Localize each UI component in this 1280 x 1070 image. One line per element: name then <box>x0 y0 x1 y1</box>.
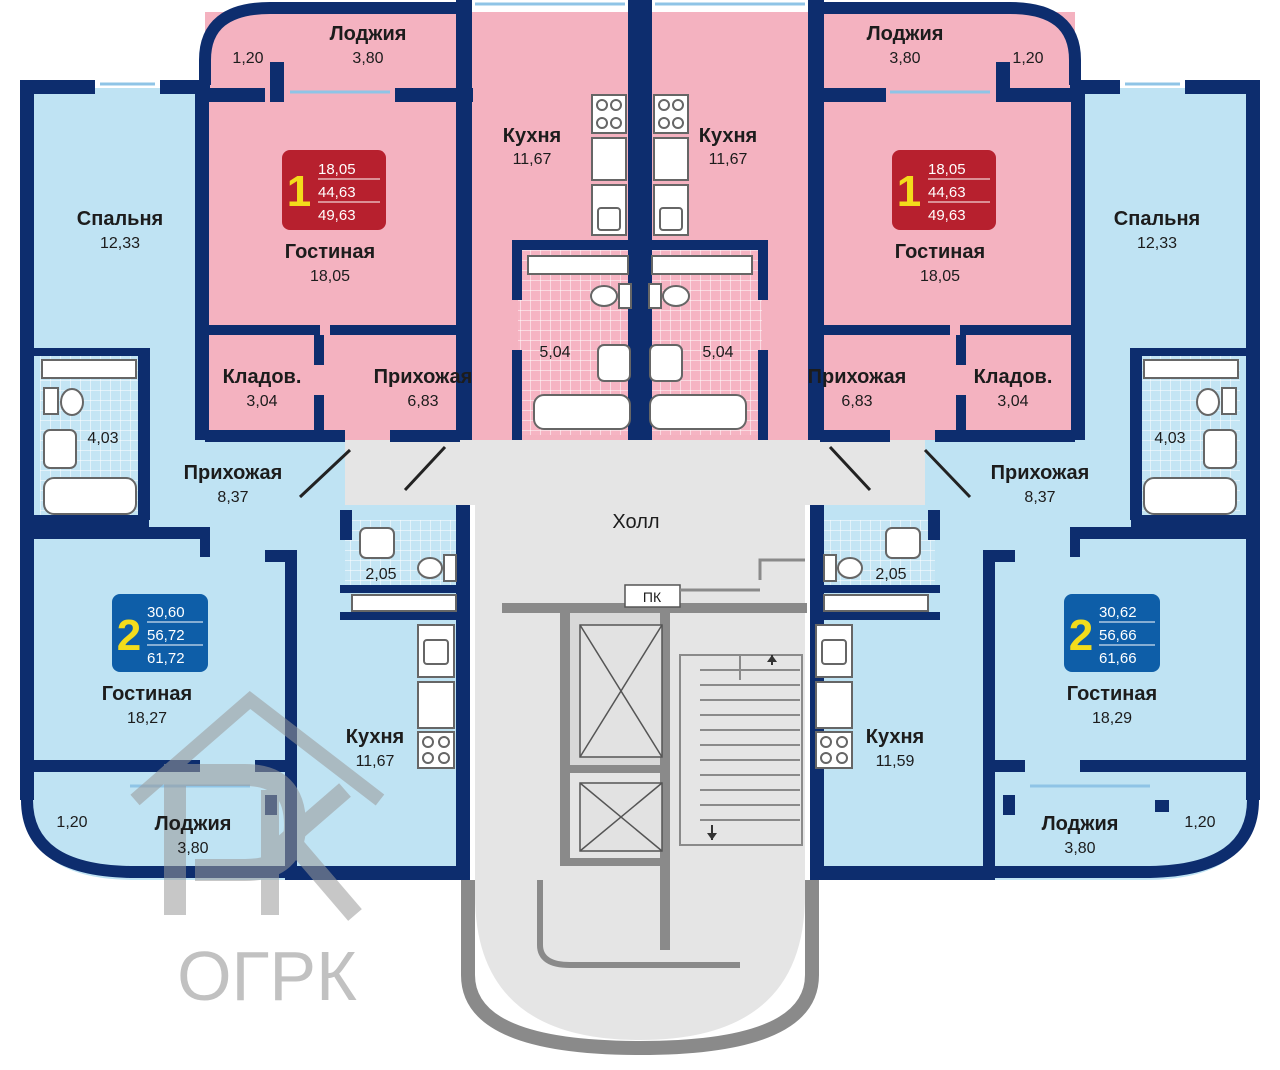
apartment-badge: 1 18,05 44,63 49,63 <box>892 150 996 230</box>
pink-loggia-right <box>820 12 1075 95</box>
door-swings <box>298 445 972 499</box>
room-area: 1,20 <box>232 50 263 67</box>
room-name: Прихожая <box>808 366 907 388</box>
room-name: Кладов. <box>974 366 1053 388</box>
room-area: 1,20 <box>1012 50 1043 67</box>
curved-walls <box>21 2 1259 878</box>
room-name: Кухня <box>866 726 924 748</box>
badge-bg-0 <box>282 150 386 230</box>
room-area: 5,04 <box>539 344 570 361</box>
watermark-text: ОГРК <box>177 937 357 1015</box>
room-name: Спальня <box>1114 208 1200 230</box>
room-area: 18,29 <box>1092 710 1132 727</box>
badge-area: 61,72 <box>147 650 185 667</box>
room-area: 2,05 <box>875 566 906 583</box>
badge-area: 18,05 <box>928 161 966 178</box>
badge-area: 56,66 <box>1099 627 1137 644</box>
elevator-panel-label: ПК <box>643 589 662 605</box>
room-area: 12,33 <box>100 235 140 252</box>
room-name: Прихожая <box>374 366 473 388</box>
room-area: 6,83 <box>841 393 872 410</box>
room-area: 11,67 <box>709 151 748 168</box>
room-area: 1,20 <box>1184 814 1215 831</box>
room-area: 5,04 <box>702 344 733 361</box>
room-area: 3,80 <box>352 50 383 67</box>
room-area: 18,05 <box>310 268 350 285</box>
room-area: 4,03 <box>87 430 118 447</box>
room-area: 3,80 <box>889 50 920 67</box>
room-name: Спальня <box>77 208 163 230</box>
badge-bg-3 <box>1064 594 1160 672</box>
room-name: Гостиная <box>285 241 375 263</box>
apartment-badge: 2 30,60 56,72 61,72 <box>112 594 208 672</box>
room-name: Гостиная <box>1067 683 1157 705</box>
blue-apartment-left <box>25 88 465 880</box>
stair-core: ПК <box>461 558 819 1056</box>
room-name: Прихожая <box>991 462 1090 484</box>
badge-rooms: 1 <box>897 167 921 216</box>
hall-label: Холл <box>612 511 659 533</box>
room-area: 3,80 <box>1064 840 1095 857</box>
room-name: Кухня <box>503 125 561 147</box>
room-area: 2,05 <box>365 566 396 583</box>
room-area: 12,33 <box>1137 235 1177 252</box>
badge-area: 44,63 <box>928 184 966 201</box>
room-name: Кладов. <box>223 366 302 388</box>
badge-area: 30,62 <box>1099 604 1137 621</box>
badge-area: 44,63 <box>318 184 356 201</box>
apartment-badge: 1 18,05 44,63 49,63 <box>282 150 386 230</box>
pink-loggia-left <box>205 12 460 95</box>
badge-area: 61,66 <box>1099 650 1137 667</box>
room-area: 8,37 <box>217 489 248 506</box>
room-area: 3,04 <box>997 393 1028 410</box>
badge-bg-2 <box>112 594 208 672</box>
room-name: Гостиная <box>102 683 192 705</box>
fixtures <box>41 94 1239 769</box>
badge-rooms: 2 <box>1069 611 1093 660</box>
room-labels: Лоджия 3,80 1,20 Кухня 11,67 Кухня 11,67… <box>56 23 1215 857</box>
badge-area: 49,63 <box>318 207 356 224</box>
room-name: Лоджия <box>1042 813 1119 835</box>
room-area: 18,05 <box>920 268 960 285</box>
room-name: Лоджия <box>330 23 407 45</box>
room-name: Кухня <box>346 726 404 748</box>
room-area: 3,04 <box>246 393 277 410</box>
blue-apartment-right <box>815 88 1255 880</box>
room-area: 11,67 <box>356 753 395 770</box>
room-name: Кухня <box>699 125 757 147</box>
badge-bg-1 <box>892 150 996 230</box>
badge-area: 30,60 <box>147 604 185 621</box>
badge-area: 18,05 <box>318 161 356 178</box>
badge-rooms: 1 <box>287 167 311 216</box>
room-area: 18,27 <box>127 710 167 727</box>
badge-area: 56,72 <box>147 627 185 644</box>
room-name: Гостиная <box>895 241 985 263</box>
room-area: 6,83 <box>407 393 438 410</box>
room-area: 11,67 <box>513 151 552 168</box>
watermark-logo <box>130 690 385 921</box>
badge-rooms: 2 <box>117 611 141 660</box>
room-area: 1,20 <box>56 814 87 831</box>
room-area: 3,80 <box>177 840 208 857</box>
room-name: Прихожая <box>184 462 283 484</box>
room-name: Лоджия <box>867 23 944 45</box>
room-area: 8,37 <box>1024 489 1055 506</box>
entrance-porch <box>461 880 819 1056</box>
room-area: 11,59 <box>876 753 915 770</box>
room-area: 4,03 <box>1154 430 1185 447</box>
badge-area: 49,63 <box>928 207 966 224</box>
room-name: Лоджия <box>155 813 232 835</box>
apartment-badge: 2 30,62 56,66 61,66 <box>1064 594 1160 672</box>
